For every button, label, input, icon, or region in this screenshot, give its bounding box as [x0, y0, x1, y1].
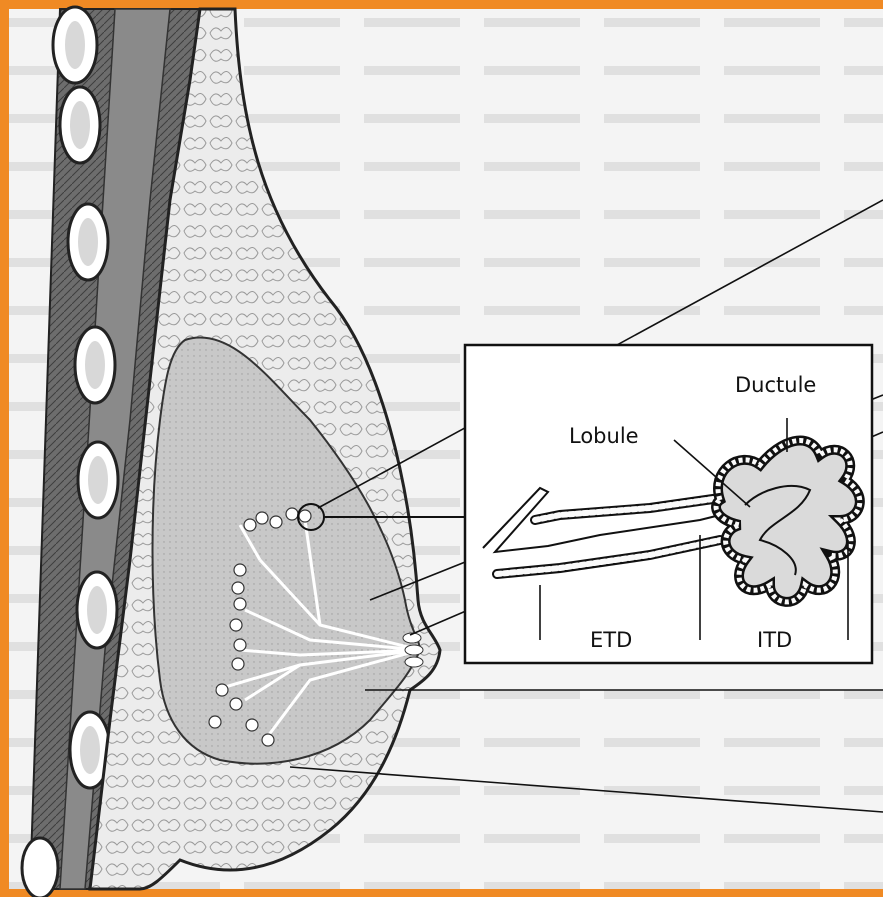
label-ductule: Ductule	[735, 373, 816, 397]
nipple-ducts	[403, 633, 423, 667]
label-lobule: Lobule	[569, 424, 639, 448]
inset-panel: Ductule Lobule ETD ITD	[465, 345, 872, 663]
label-itd: ITD	[757, 628, 792, 652]
label-etd: ETD	[590, 628, 632, 652]
